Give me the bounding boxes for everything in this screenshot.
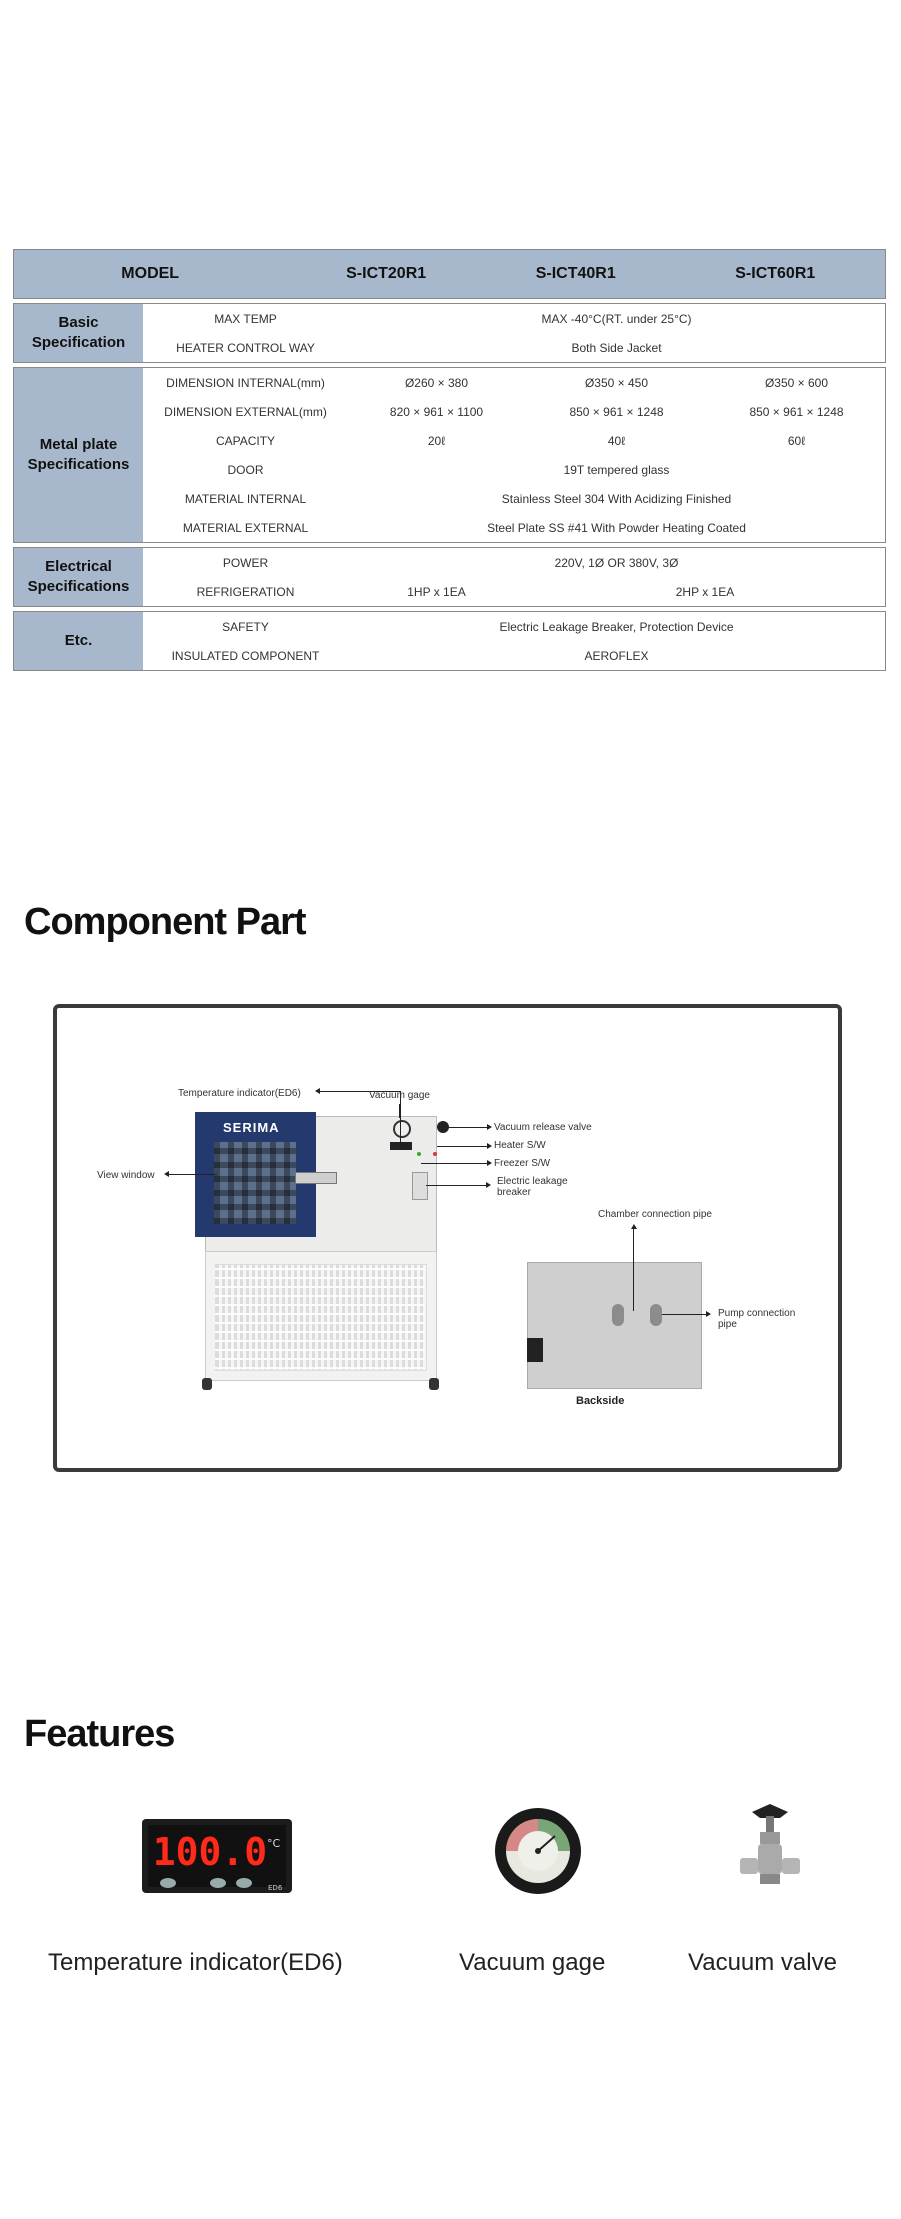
header-model-1: S-ICT20R1 <box>346 265 427 282</box>
row-label: INSULATED COMPONENT <box>171 648 320 663</box>
table-row: DOOR 19T tempered glass <box>143 455 885 484</box>
header-model-3: S-ICT60R1 <box>735 265 816 282</box>
group-label: Basic Specification <box>14 304 143 362</box>
row-label: SAFETY <box>222 619 269 634</box>
group-label: Electrical Specifications <box>14 548 143 606</box>
vacuum-release-valve-icon <box>437 1121 449 1133</box>
label-temperature-indicator: Temperature indicator(ED6) <box>178 1088 301 1099</box>
group-etc: Etc. SAFETY Electric Leakage Breaker, Pr… <box>13 611 886 671</box>
view-window <box>214 1142 296 1224</box>
table-row: DIMENSION INTERNAL(mm) Ø260 × 380 Ø350 ×… <box>143 368 885 397</box>
row-label: REFRIGERATION <box>196 584 295 599</box>
vacuum-valve-photo <box>730 1800 810 1900</box>
feature-label-temperature-indicator: Temperature indicator(ED6) <box>48 1949 343 1976</box>
group-metal-plate: Metal plate Specifications DIMENSION INT… <box>13 367 886 543</box>
row-value: 19T tempered glass <box>563 462 670 477</box>
row-label: POWER <box>222 555 269 570</box>
vacuum-valve-icon <box>740 1804 800 1884</box>
feature-label-vacuum-valve: Vacuum valve <box>688 1949 837 1976</box>
row-value: Ø350 × 600 <box>764 375 829 390</box>
row-label: HEATER CONTROL WAY <box>176 340 315 355</box>
display-model: ED6 <box>268 1884 283 1892</box>
table-row: CAPACITY 20ℓ 40ℓ 60ℓ <box>143 426 885 455</box>
brand-logo: SERIMA <box>223 1120 280 1135</box>
table-row: SAFETY Electric Leakage Breaker, Protect… <box>143 612 885 641</box>
section-title-component-part: Component Part <box>24 901 307 943</box>
row-value: 40ℓ <box>607 433 626 448</box>
table-row: HEATER CONTROL WAY Both Side Jacket <box>143 333 885 362</box>
row-value: 850 × 961 × 1248 <box>569 404 664 419</box>
label-heater-switch: Heater S/W <box>494 1140 546 1151</box>
door-handle <box>295 1172 337 1184</box>
display-value: 100.0 <box>153 1830 267 1874</box>
row-value: 20ℓ <box>427 433 446 448</box>
row-label: MATERIAL EXTERNAL <box>182 520 309 535</box>
row-value: 220V, 1Ø OR 380V, 3Ø <box>554 555 679 570</box>
component-diagram: SERIMA Temperature indicator(ED6) Vacuum… <box>53 1004 842 1472</box>
vacuum-gage-icon <box>495 1808 581 1894</box>
row-label: CAPACITY <box>215 433 276 448</box>
section-title-features: Features <box>24 1713 175 1755</box>
table-row: MATERIAL EXTERNAL Steel Plate SS #41 Wit… <box>143 513 885 542</box>
caster-wheel-icon <box>429 1378 439 1390</box>
label-chamber-connection-pipe: Chamber connection pipe <box>598 1209 712 1220</box>
table-row: MAX TEMP MAX -40°C(RT. under 25°C) <box>143 304 885 333</box>
vacuum-gage-icon <box>393 1120 411 1138</box>
group-electrical: Electrical Specifications POWER 220V, 1Ø… <box>13 547 886 607</box>
group-label: Etc. <box>14 612 143 670</box>
feature-label-vacuum-gage: Vacuum gage <box>459 1949 606 1976</box>
spec-table-header: MODEL S-ICT20R1 S-ICT40R1 S-ICT60R1 <box>13 249 886 299</box>
row-label: MAX TEMP <box>214 311 277 326</box>
table-row: MATERIAL INTERNAL Stainless Steel 304 Wi… <box>143 484 885 513</box>
row-value: 820 × 961 × 1100 <box>389 404 484 419</box>
vacuum-gage-photo <box>493 1806 583 1896</box>
heater-switch-icon <box>417 1152 421 1156</box>
row-value: Steel Plate SS #41 With Powder Heating C… <box>487 520 746 535</box>
row-value: 850 × 961 × 1248 <box>749 404 844 419</box>
temperature-indicator-photo: 100.0 °C ED6 <box>140 1813 295 1897</box>
table-row: INSULATED COMPONENT AEROFLEX <box>143 641 885 670</box>
row-value: MAX -40°C(RT. under 25°C) <box>541 311 692 326</box>
pump-pipe-icon <box>650 1304 662 1326</box>
backside-caption: Backside <box>576 1395 625 1407</box>
freezer-switch-icon <box>433 1152 437 1156</box>
row-label: DIMENSION INTERNAL(mm) <box>166 375 325 390</box>
row-value: Ø260 × 380 <box>404 375 469 390</box>
row-value: Both Side Jacket <box>571 340 662 355</box>
header-model: MODEL <box>121 265 180 282</box>
leakage-breaker-icon <box>412 1172 428 1200</box>
table-row: POWER 220V, 1Ø OR 380V, 3Ø <box>143 548 885 577</box>
row-value: 1HP x 1EA <box>407 584 466 599</box>
header-model-2: S-ICT40R1 <box>535 265 616 282</box>
backside-photo <box>527 1262 702 1389</box>
row-label: DIMENSION EXTERNAL(mm) <box>164 404 327 419</box>
temperature-indicator-icon <box>390 1142 412 1150</box>
temperature-indicator-icon: 100.0 °C ED6 <box>142 1819 292 1893</box>
row-label: DOOR <box>227 462 264 477</box>
table-row: DIMENSION EXTERNAL(mm) 820 × 961 × 1100 … <box>143 397 885 426</box>
label-vacuum-gage: Vacuum gage <box>369 1090 430 1101</box>
row-label: MATERIAL INTERNAL <box>184 491 307 506</box>
chamber-pipe-icon <box>612 1304 624 1326</box>
caster-wheel-icon <box>202 1378 212 1390</box>
spec-table: MODEL S-ICT20R1 S-ICT40R1 S-ICT60R1 Basi… <box>13 249 886 671</box>
row-value: Ø350 × 450 <box>584 375 649 390</box>
label-view-window: View window <box>97 1170 155 1181</box>
row-value: Stainless Steel 304 With Acidizing Finis… <box>501 491 732 506</box>
row-value: Electric Leakage Breaker, Protection Dev… <box>499 619 734 634</box>
group-basic: Basic Specification MAX TEMP MAX -40°C(R… <box>13 303 886 363</box>
row-value: 60ℓ <box>787 433 806 448</box>
display-unit: °C <box>267 1837 281 1850</box>
label-vacuum-release-valve: Vacuum release valve <box>494 1122 592 1133</box>
row-value: AEROFLEX <box>584 648 649 663</box>
row-value: 2HP x 1EA <box>675 584 735 599</box>
group-label: Metal plate Specifications <box>14 368 143 542</box>
label-freezer-switch: Freezer S/W <box>494 1158 551 1169</box>
table-row: REFRIGERATION 1HP x 1EA 2HP x 1EA <box>143 577 885 606</box>
